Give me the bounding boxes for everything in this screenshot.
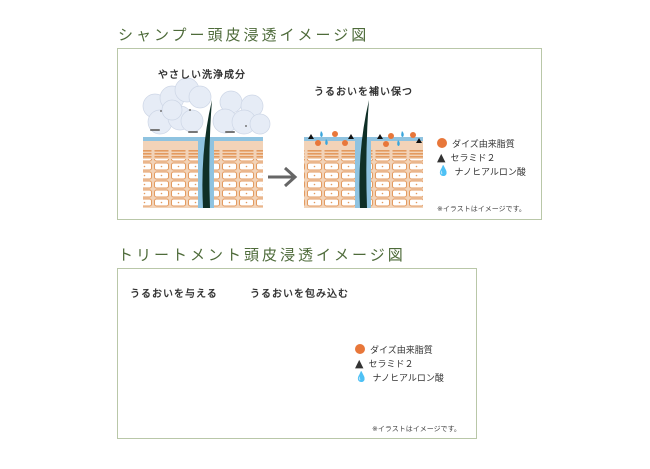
legend-label: セラミド２ bbox=[450, 153, 496, 164]
blue-drop-icon: 💧 bbox=[437, 165, 450, 177]
blue-drop-icon: 💧 bbox=[355, 371, 368, 383]
legend-label: ダイズ由来脂質 bbox=[452, 139, 515, 150]
orange-circle-icon bbox=[437, 138, 447, 148]
soy-lipid-particles bbox=[315, 131, 416, 147]
arrow-right-icon bbox=[268, 166, 298, 188]
foam-bubbles bbox=[142, 77, 271, 135]
legend-item-soy-lipid: ダイズ由来脂質 bbox=[437, 136, 526, 150]
legend-label: セラミド２ bbox=[368, 359, 414, 370]
treatment-legend: ダイズ由来脂質 ▲ セラミド２ 💧 ナノヒアルロン酸 bbox=[355, 342, 444, 384]
legend-item-ceramide: ▲ セラミド２ bbox=[437, 150, 526, 164]
treatment-after-caption: うるおいを包み込む bbox=[250, 289, 349, 300]
treatment-diagram-box bbox=[117, 268, 477, 439]
legend-label: ナノヒアルロン酸 bbox=[454, 167, 526, 178]
hyaluronic-particles bbox=[320, 131, 404, 146]
legend-item-soy-lipid: ダイズ由来脂質 bbox=[355, 342, 444, 356]
shampoo-title: シャンプー頭皮浸透イメージ図 bbox=[118, 26, 370, 44]
legend-item-ceramide: ▲ セラミド２ bbox=[355, 356, 444, 370]
treatment-before-caption: うるおいを与える bbox=[130, 289, 218, 300]
hair-strand bbox=[359, 100, 369, 208]
ceramide-particles bbox=[308, 134, 422, 143]
treatment-title: トリートメント頭皮浸透イメージ図 bbox=[118, 246, 406, 264]
legend-item-hyaluronic: 💧 ナノヒアルロン酸 bbox=[437, 164, 526, 178]
legend-label: ダイズ由来脂質 bbox=[370, 345, 433, 356]
skin-after bbox=[304, 100, 423, 208]
hair-strand bbox=[202, 100, 212, 208]
shampoo-before-caption: やさしい洗浄成分 bbox=[158, 70, 246, 81]
orange-circle-icon bbox=[355, 344, 365, 354]
shampoo-legend: ダイズ由来脂質 ▲ セラミド２ 💧 ナノヒアルロン酸 bbox=[437, 136, 526, 178]
skin-before bbox=[143, 100, 263, 208]
black-triangle-icon: ▲ bbox=[355, 356, 364, 370]
legend-item-hyaluronic: 💧 ナノヒアルロン酸 bbox=[355, 370, 444, 384]
treatment-note: ※イラストはイメージです。 bbox=[372, 425, 461, 433]
shampoo-note: ※イラストはイメージです。 bbox=[437, 205, 526, 213]
legend-label: ナノヒアルロン酸 bbox=[372, 373, 444, 384]
black-triangle-icon: ▲ bbox=[437, 150, 446, 164]
shampoo-after-caption: うるおいを補い保つ bbox=[314, 87, 413, 98]
